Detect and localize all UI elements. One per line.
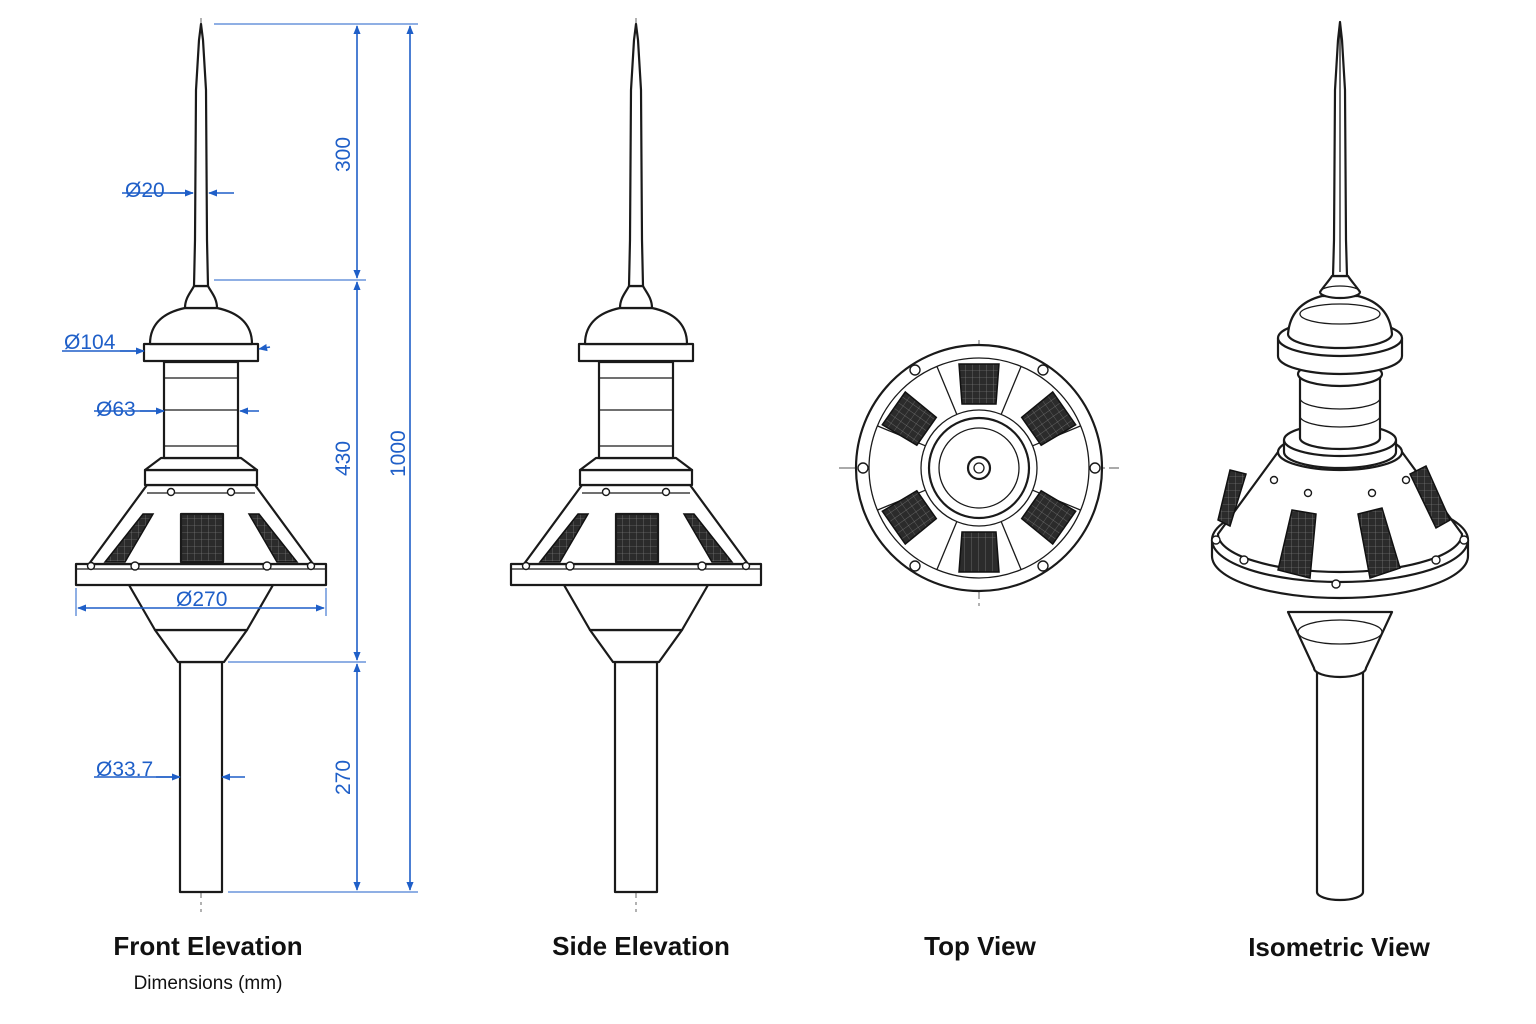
neck-diameter-label: Ø63 bbox=[96, 398, 136, 421]
side-elevation-caption: Side Elevation bbox=[552, 931, 730, 961]
isometric-view-caption: Isometric View bbox=[1248, 932, 1430, 962]
stem-diameter-label: Ø33.7 bbox=[96, 758, 153, 781]
tip-length-label: 300 bbox=[332, 137, 355, 172]
overall-length-label: 1000 bbox=[387, 430, 410, 477]
front-dimensions bbox=[62, 23, 418, 893]
isometric-view bbox=[1210, 20, 1470, 902]
side-elevation bbox=[509, 16, 763, 914]
top-view bbox=[839, 340, 1119, 608]
cap-diameter-label: Ø104 bbox=[64, 331, 116, 354]
stem-length-label: 270 bbox=[332, 760, 355, 795]
base-diameter-label: Ø270 bbox=[176, 588, 227, 611]
dimensions-unit-note: Dimensions (mm) bbox=[134, 973, 283, 994]
body-length-label: 430 bbox=[332, 441, 355, 476]
tip-diameter-label: Ø20 bbox=[125, 179, 165, 202]
top-view-caption: Top View bbox=[924, 931, 1036, 961]
front-elevation-caption: Front Elevation bbox=[113, 931, 302, 961]
